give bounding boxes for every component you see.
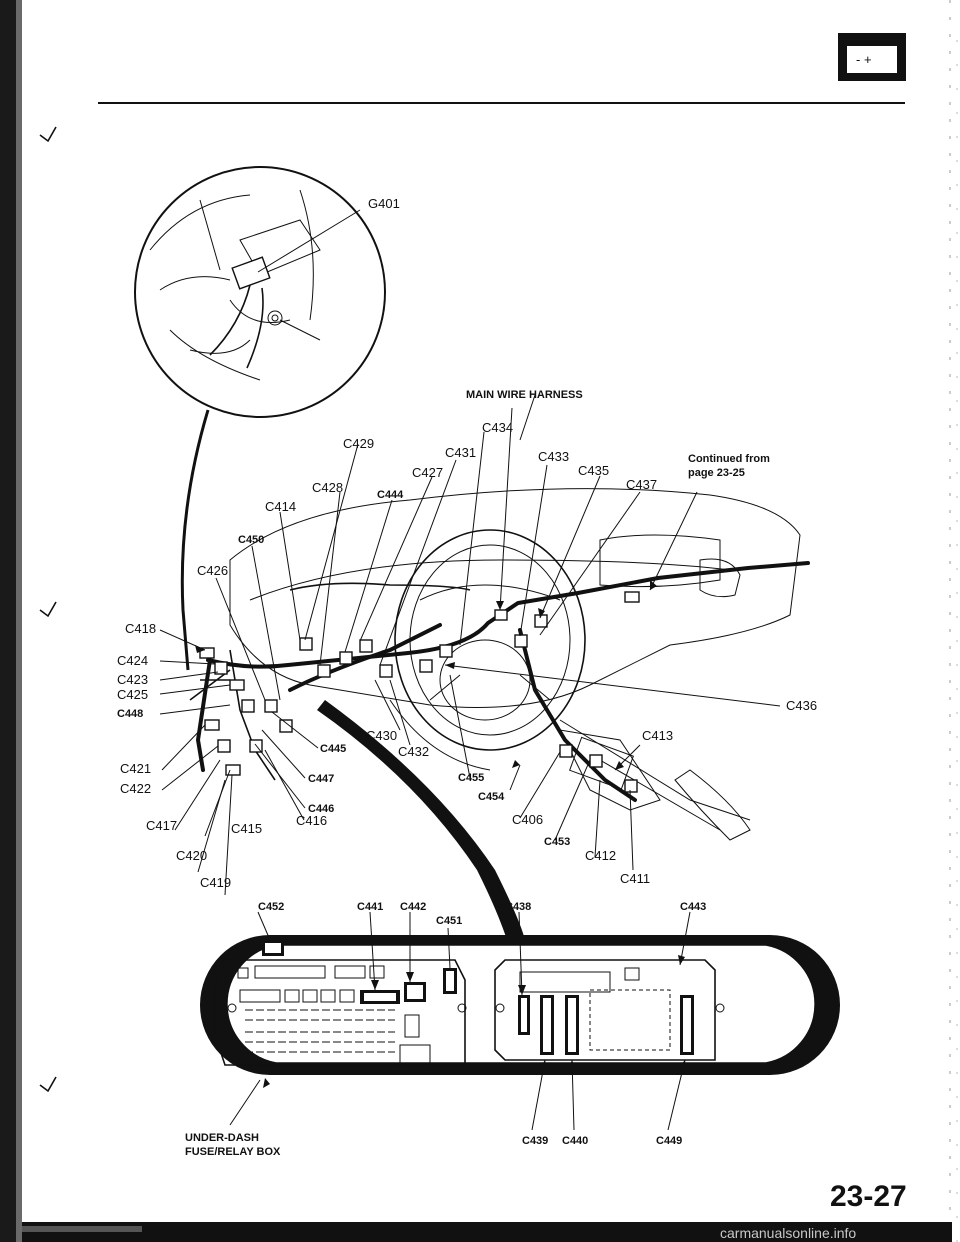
arrowheads	[195, 580, 657, 770]
label-c418: C418	[125, 621, 156, 636]
label-c427: C427	[412, 465, 443, 480]
label-c444: C444	[377, 489, 404, 501]
steering-wheel	[394, 529, 586, 751]
battery-icon: - +	[838, 33, 906, 81]
bottom-bar	[22, 1222, 952, 1242]
left-harness-line	[180, 409, 210, 671]
label-c454: C454	[478, 791, 505, 803]
label-c436: C436	[786, 698, 817, 713]
label-c450: C450	[238, 534, 264, 546]
g401-label: G401	[368, 196, 400, 211]
label-c431: C431	[445, 445, 476, 460]
harness-title: MAIN WIRE HARNESS	[466, 389, 583, 401]
label-c429: C429	[343, 436, 374, 451]
label-c412: C412	[585, 848, 616, 863]
page-binding-edge	[0, 0, 22, 1242]
label-c411: C411	[620, 871, 650, 886]
label-c414: C414	[265, 499, 296, 514]
continued-note-line1: Continued from	[688, 453, 770, 465]
label-c422: C422	[120, 781, 151, 796]
label-c416: C416	[296, 813, 327, 828]
page-right-edge	[949, 0, 958, 1242]
label-c441: C441	[357, 901, 383, 913]
label-c433: C433	[538, 449, 569, 464]
label-c447: C447	[308, 773, 334, 785]
label-c440: C440	[562, 1135, 588, 1147]
label-c420: C420	[176, 848, 207, 863]
label-c452: C452	[258, 901, 284, 913]
fusebox-caption-line2: FUSE/RELAY BOX	[185, 1146, 281, 1158]
connector-labels: C434 C429 C431 C433 C427 C435 C428 C437 …	[117, 420, 817, 890]
center-console	[559, 729, 661, 811]
label-c438: C438	[505, 901, 531, 913]
label-c406: C406	[512, 812, 543, 827]
label-c415: C415	[231, 821, 262, 836]
label-c413: C413	[642, 728, 673, 743]
label-c451: C451	[436, 915, 462, 927]
fusebox-caption-line1: UNDER-DASH	[185, 1132, 259, 1144]
main-harness	[189, 561, 810, 802]
continued-note-line2: page 23-25	[688, 467, 745, 479]
label-c432: C432	[398, 744, 429, 759]
label-c442: C442	[400, 901, 426, 913]
margin-marks	[39, 126, 57, 1093]
label-c417: C417	[146, 818, 177, 833]
fusebox-arrowheads	[263, 955, 686, 1088]
label-c419: C419	[200, 875, 231, 890]
label-c425: C425	[117, 687, 148, 702]
watermark: carmanualsonline.info	[720, 1225, 856, 1241]
label-c430: C430	[366, 728, 397, 743]
battery-symbols: - +	[856, 52, 872, 67]
label-c423: C423	[117, 672, 148, 687]
fusebox-leaders	[229, 911, 691, 1131]
label-c428: C428	[312, 480, 343, 495]
leader-lines	[159, 394, 781, 896]
label-c435: C435	[578, 463, 609, 478]
label-c448: C448	[117, 708, 143, 720]
label-c449: C449	[656, 1135, 682, 1147]
connector-symbols	[199, 591, 640, 793]
label-c421: C421	[120, 761, 151, 776]
under-dash-fuse-box	[200, 935, 840, 1075]
label-c437: C437	[626, 477, 657, 492]
dashboard-outline	[229, 488, 801, 841]
label-c439: C439	[522, 1135, 548, 1147]
label-c424: C424	[117, 653, 148, 668]
harness-to-fusebox	[317, 700, 525, 940]
label-c434: C434	[482, 420, 513, 435]
label-c445: C445	[320, 743, 346, 755]
label-c453: C453	[544, 836, 570, 848]
g401-zoom-inset	[134, 166, 386, 418]
label-c446: C446	[308, 803, 334, 815]
fusebox-labels: C452 C441 C442 C451 C438 C443 C439 C440 …	[185, 901, 706, 1158]
label-c455: C455	[458, 772, 484, 784]
label-c426: C426	[197, 563, 228, 578]
label-c443: C443	[680, 901, 706, 913]
page-number: 23-27	[830, 1180, 907, 1213]
